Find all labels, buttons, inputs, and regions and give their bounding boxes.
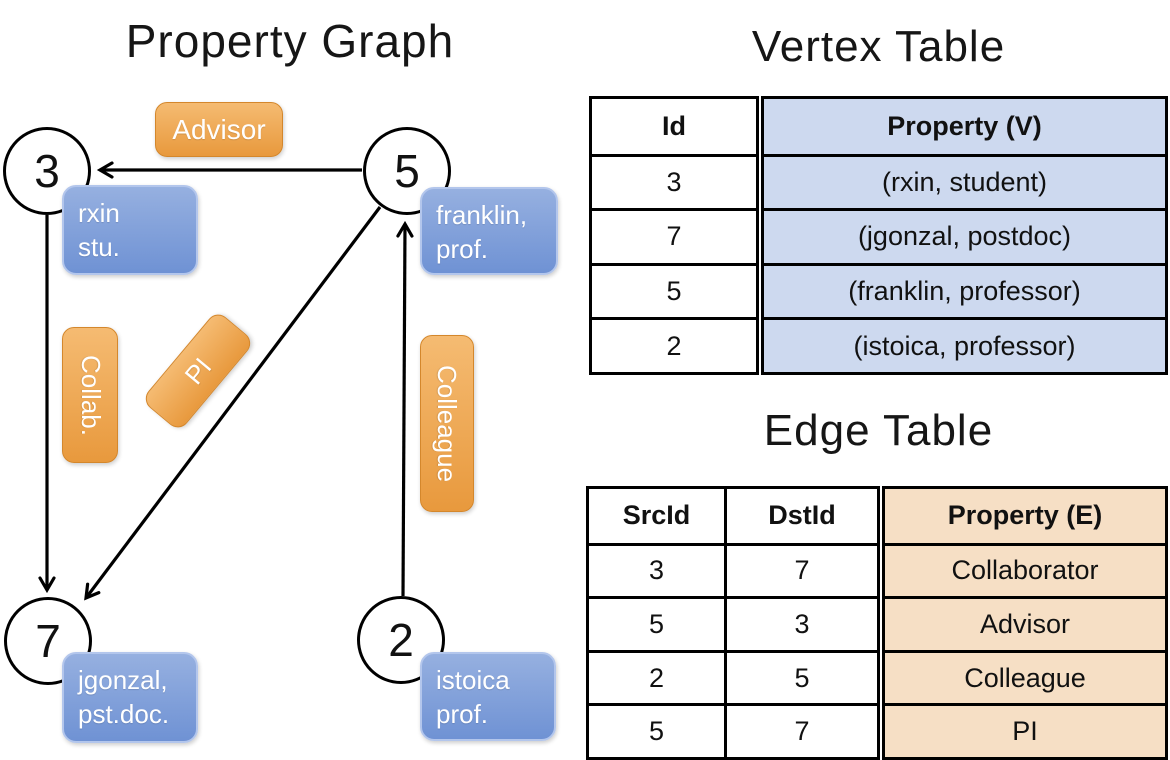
node-3-prop-line1: rxin [78,198,120,228]
vertex-table-header-property: Property (V) [887,110,1042,141]
property-graph-title: Property Graph [125,15,455,67]
node-2-property-box: istoica prof. [420,652,556,741]
edge-dst-cell: 7 [724,703,877,757]
edge-dst-cell: 5 [724,649,877,704]
node-2-prop-line1: istoica [436,665,510,695]
node-2-prop-line2: prof. [436,698,489,729]
vertex-table-property-column: Property (V) (rxin, student) (jgonzal, p… [761,96,1168,375]
graph-edges [38,161,414,601]
edge-label-collab: Collab. [62,327,118,463]
vertex-property-cell: (rxin, student) [764,153,1165,209]
node-3-property-box: rxin stu. [62,185,198,275]
node-5-id: 5 [394,145,420,197]
edge-src-cell: 5 [589,596,724,650]
edge-property-cell: Advisor [885,596,1165,650]
edge-src-cell: 5 [589,703,724,757]
edge-table-header-dstid: DstId [724,489,877,543]
edge-table-header-property: Property (E) [947,500,1103,531]
vertex-property-cell: (istoica, professor) [764,317,1165,372]
vertex-property-cell: (jgonzal, postdoc) [764,208,1165,263]
node-7-prop-line2: pst.doc. [78,698,170,729]
edge-table-header-srcid: SrcId [622,500,691,531]
vertex-table-header-id: Id [662,110,686,141]
edge-property-cell: Collaborator [885,542,1165,597]
vertex-table-title: Vertex Table [751,22,1006,71]
node-2-id: 2 [388,614,414,666]
edge-label-colleague: Colleague [420,335,474,512]
edge-table-id-columns: SrcId DstId 3 7 5 3 2 5 5 7 [586,486,880,760]
vertex-property-cell: (franklin, professor) [764,262,1165,318]
edge-property-cell: PI [885,703,1165,757]
node-5-prop-line2: prof. [436,233,489,264]
edge-2-to-5 [396,220,414,597]
vertex-id-cell: 5 [592,262,756,318]
graph-node-2: 2 [357,596,445,684]
node-7-prop-line1: jgonzal, [78,665,168,695]
vertex-table-id-column: Id 3 7 5 2 [589,96,759,375]
edge-property-cell: Colleague [885,649,1165,704]
edge-dst-cell: 3 [724,596,877,650]
edge-label-advisor: Advisor [155,102,283,157]
node-7-id: 7 [35,615,61,667]
edge-src-cell: 2 [589,649,724,704]
node-7-property-box: jgonzal, pst.doc. [62,652,198,743]
edge-table-title: Edge Table [763,406,994,455]
edge-table-property-column: Property (E) Collaborator Advisor Collea… [882,486,1168,760]
edge-label-collab-text: Collab. [75,354,106,436]
node-3-id: 3 [34,145,60,197]
node-3-prop-line2: stu. [78,231,120,262]
node-5-property-box: franklin, prof. [420,187,558,275]
vertex-id-cell: 7 [592,208,756,263]
edge-src-cell: 3 [589,542,724,597]
edge-5-to-7 [84,206,382,601]
vertex-id-cell: 3 [592,153,756,209]
edge-label-colleague-text: Colleague [432,364,463,483]
edge-dst-cell: 7 [724,542,877,597]
vertex-id-cell: 2 [592,317,756,372]
node-5-prop-line1: franklin, [436,200,528,230]
